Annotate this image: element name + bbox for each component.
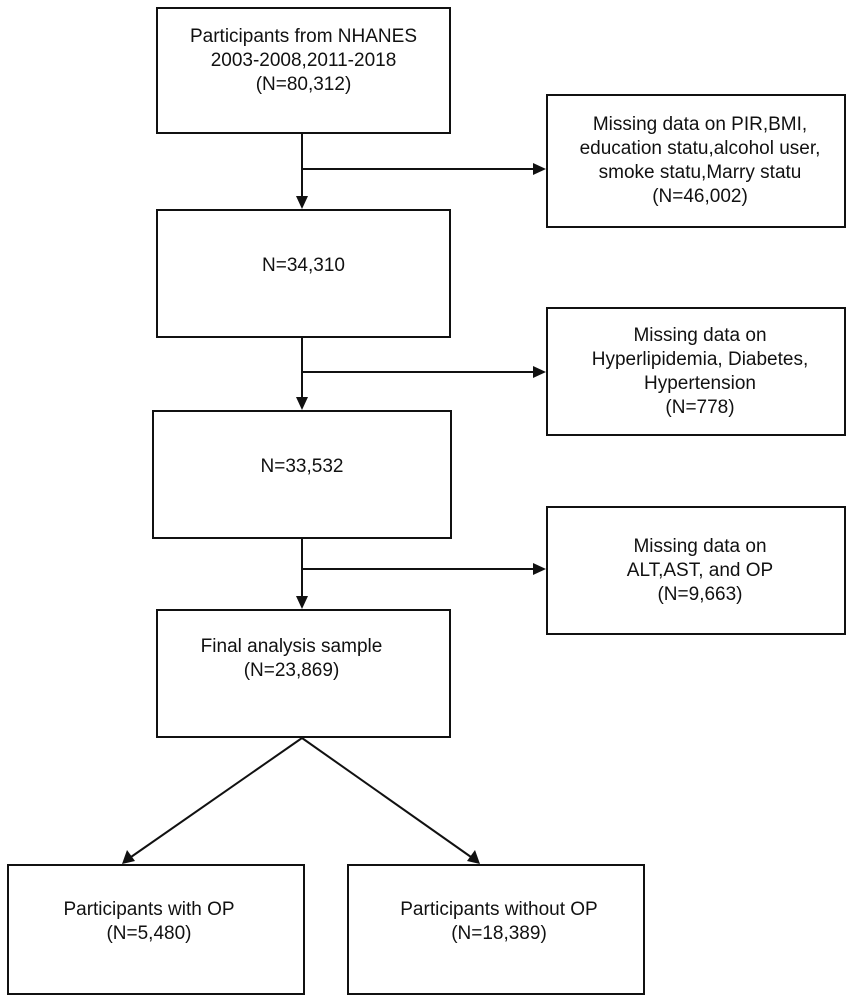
exclusion1-line: smoke statu,Marry statu	[598, 162, 802, 183]
exclusion3-box: Missing data on ALT,AST, and OP (N=9,663…	[546, 506, 846, 635]
arrow-final-to-with-op	[130, 737, 303, 858]
final-text: Final analysis sample (N=23,869)	[201, 635, 383, 683]
without-op-box: Participants without OP (N=18,389)	[347, 864, 645, 995]
step2-count: N=33,532	[260, 455, 344, 477]
without-op-count: (N=18,389)	[451, 922, 547, 944]
start-box: Participants from NHANES 2003-2008,2011-…	[156, 7, 451, 134]
exclusion3-count: (N=9,663)	[657, 583, 743, 605]
arrowhead-exclusion2	[533, 366, 546, 378]
start-count: (N=80,312)	[255, 73, 352, 95]
start-line: Participants from NHANES	[189, 25, 417, 47]
exclusion1-line: Missing data on PIR,BMI,	[592, 114, 808, 135]
exclusion3-line: ALT,AST, and OP	[626, 559, 774, 581]
with-op-count: (N=5,480)	[106, 922, 192, 944]
step2-text: N=33,532	[261, 455, 344, 479]
with-op-label: Participants with OP	[63, 898, 235, 920]
exclusion2-line: Hyperlipidemia, Diabetes,	[591, 348, 809, 370]
arrowhead-exclusion1	[533, 163, 546, 175]
final-sample-box: Final analysis sample (N=23,869)	[156, 609, 451, 738]
step2-box: N=33,532	[152, 410, 452, 539]
exclusion2-line: Hypertension	[644, 372, 756, 394]
arrowhead-step2	[296, 397, 308, 410]
without-op-text: Participants without OP (N=18,389)	[400, 898, 597, 946]
without-op-label: Participants without OP	[400, 898, 598, 920]
arrowhead-exclusion3	[533, 563, 546, 575]
start-line: 2003-2008,2011-2018	[210, 49, 397, 71]
arrowhead-step1	[296, 196, 308, 209]
exclusion2-count: (N=778)	[665, 396, 735, 418]
exclusion1-box: Missing data on PIR,BMI, education statu…	[546, 94, 846, 228]
final-label: Final analysis sample	[200, 635, 383, 657]
exclusion3-line: Missing data on	[633, 535, 767, 557]
arrowhead-without-op	[467, 850, 480, 864]
step1-box: N=34,310	[156, 209, 451, 338]
with-op-box: Participants with OP (N=5,480)	[7, 864, 305, 995]
step1-count: N=34,310	[262, 254, 345, 276]
exclusion2-box: Missing data on Hyperlipidemia, Diabetes…	[546, 307, 846, 436]
exclusion1-line: education statu,alcohol user,	[579, 138, 821, 159]
arrowhead-final	[296, 596, 308, 609]
step1-text: N=34,310	[262, 254, 345, 278]
exclusion1-count: (N=46,002)	[652, 186, 748, 207]
start-text: Participants from NHANES 2003-2008,2011-…	[190, 25, 417, 97]
arrowhead-with-op	[122, 850, 135, 864]
with-op-text: Participants with OP (N=5,480)	[63, 898, 234, 946]
arrow-final-to-without-op	[301, 737, 472, 858]
exclusion2-line: Missing data on	[633, 324, 767, 346]
final-count: (N=23,869)	[243, 659, 340, 681]
